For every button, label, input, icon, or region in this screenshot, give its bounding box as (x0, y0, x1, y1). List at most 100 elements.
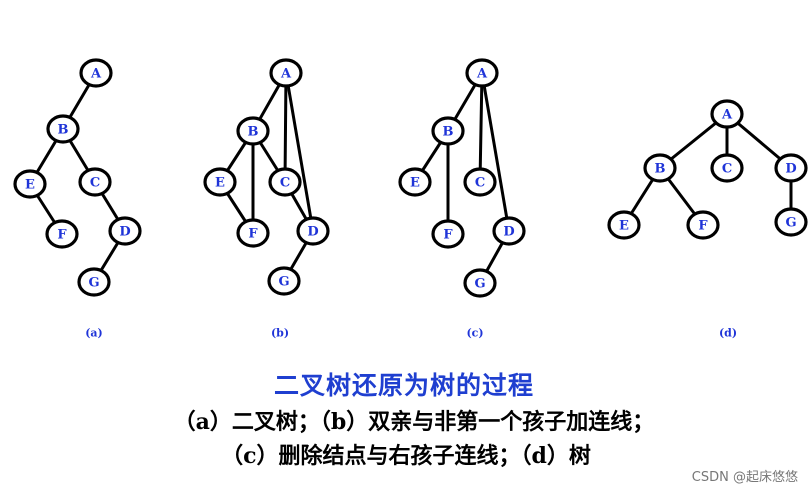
node-shape (607, 210, 641, 240)
node-shape (267, 266, 301, 296)
node-b-C: C (268, 167, 302, 197)
node-shape (108, 216, 142, 246)
panel-a: A B E C F D G (a) (13, 58, 142, 340)
node-b-A: A (269, 58, 303, 88)
node-shape (269, 58, 303, 88)
node-label: B (58, 123, 69, 138)
node-shape (463, 268, 497, 298)
node-label: F (248, 227, 258, 242)
node-shape (710, 153, 744, 183)
node-a-A: A (79, 58, 113, 88)
node-label: D (307, 225, 318, 240)
node-a-D: D (108, 216, 142, 246)
node-label: G (785, 216, 796, 231)
caption-line-2: （c）删除结点与右孩子连线；（d）树 (221, 443, 591, 469)
node-label: E (410, 176, 420, 191)
node-label: G (474, 277, 485, 292)
node-shape (79, 58, 113, 88)
panel-d: A B C D E F G (d) (607, 99, 808, 340)
panel-c: A B E C F D G (c) (398, 58, 526, 340)
node-label: E (25, 178, 35, 193)
edge-c-A-C (478, 71, 484, 184)
node-shape (45, 219, 79, 249)
node-c-B: B (431, 116, 465, 146)
node-c-F: F (431, 219, 465, 249)
node-shape (46, 114, 80, 144)
node-a-G: G (77, 267, 111, 297)
node-shape (77, 267, 111, 297)
node-c-E: E (398, 167, 432, 197)
node-label: F (443, 228, 453, 243)
panel-c-label: (c) (466, 327, 483, 340)
node-shape (463, 167, 497, 197)
node-label: A (280, 67, 292, 82)
node-label: F (57, 228, 67, 243)
node-shape (78, 167, 112, 197)
node-label: E (215, 176, 225, 191)
node-c-G: G (463, 268, 497, 298)
panel-b: A B E C F D G (b) (203, 58, 330, 340)
node-label: A (90, 67, 102, 82)
node-label: C (475, 176, 485, 191)
node-c-C: C (463, 167, 497, 197)
node-d-B: B (643, 153, 677, 183)
node-a-E: E (13, 169, 47, 199)
node-label: G (278, 275, 289, 290)
node-label: E (619, 219, 629, 234)
node-b-E: E (203, 167, 237, 197)
edge-b-A-C (283, 71, 288, 184)
node-shape (398, 167, 432, 197)
node-shape (13, 169, 47, 199)
panel-d-label: (d) (719, 327, 737, 340)
node-c-A: A (465, 58, 499, 88)
node-shape (465, 58, 499, 88)
node-d-E: E (607, 210, 641, 240)
edge-c-A-D (480, 71, 511, 233)
node-d-A: A (710, 99, 744, 129)
node-shape (710, 99, 744, 129)
node-shape (268, 167, 302, 197)
node-d-C: C (710, 153, 744, 183)
node-label: D (503, 225, 514, 240)
node-d-F: F (686, 210, 720, 240)
node-label: B (248, 125, 259, 140)
node-label: D (785, 162, 796, 177)
node-shape (492, 216, 526, 246)
node-label: F (698, 219, 708, 234)
panel-b-label: (b) (271, 327, 289, 340)
node-label: C (280, 176, 290, 191)
node-b-F: F (236, 218, 270, 248)
node-a-F: F (45, 219, 79, 249)
node-a-B: B (46, 114, 80, 144)
node-shape (686, 210, 720, 240)
node-d-G: G (774, 207, 808, 237)
caption-title: 二叉树还原为树的过程 (273, 371, 534, 400)
node-label: C (90, 176, 100, 191)
node-label: A (476, 67, 488, 82)
node-shape (236, 218, 270, 248)
node-label: B (655, 162, 666, 177)
node-a-C: C (78, 167, 112, 197)
watermark: CSDN @起床悠悠 (691, 470, 798, 485)
node-shape (203, 167, 237, 197)
node-label: A (721, 108, 733, 123)
node-shape (236, 116, 270, 146)
node-shape (774, 153, 808, 183)
node-shape (296, 216, 330, 246)
node-label: B (443, 125, 454, 140)
node-b-D: D (296, 216, 330, 246)
node-shape (431, 116, 465, 146)
node-shape (774, 207, 808, 237)
node-shape (431, 219, 465, 249)
node-label: D (119, 225, 130, 240)
edge-b-A-D (284, 71, 315, 233)
node-shape (643, 153, 677, 183)
node-label: G (88, 276, 99, 291)
node-b-B: B (236, 116, 270, 146)
caption-line-1: （a）二叉树；（b）双亲与非第一个孩子加连线； (173, 409, 655, 435)
panel-a-label: (a) (85, 327, 103, 340)
node-d-D: D (774, 153, 808, 183)
node-b-G: G (267, 266, 301, 296)
node-c-D: D (492, 216, 526, 246)
